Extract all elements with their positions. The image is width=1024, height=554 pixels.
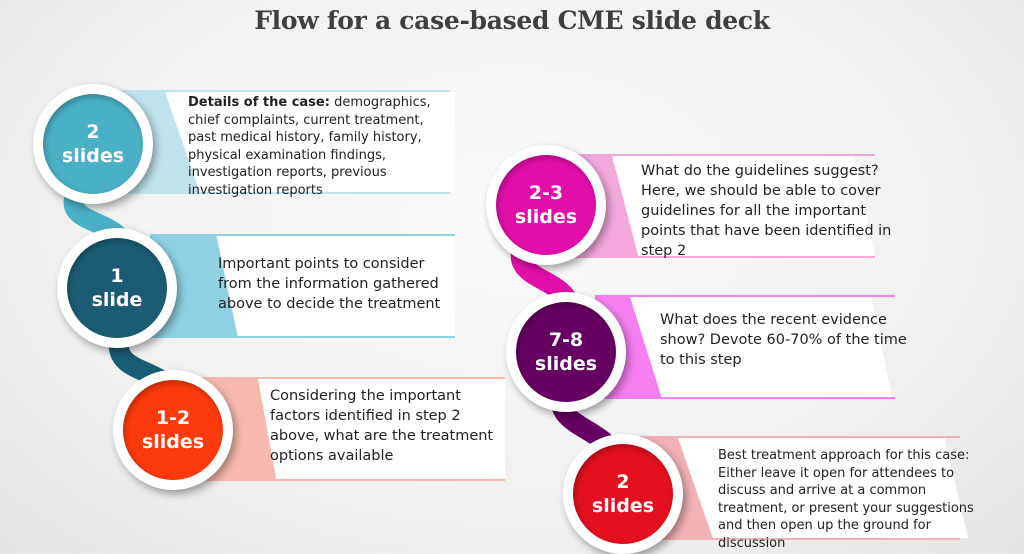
step-3-text-panel <box>258 379 505 479</box>
step-5-text-panel <box>630 297 892 397</box>
step-2-description: Important points to consider from the in… <box>218 254 458 314</box>
step-1-lead: Details of the case: <box>188 95 330 110</box>
step-2-text: Important points to consider from the in… <box>218 256 441 312</box>
step-1-description: Details of the case: demographics, chief… <box>188 94 453 199</box>
step-4-text-panel <box>612 156 875 256</box>
step-3-count: 1-2 <box>155 407 191 429</box>
step-2-count: 1 <box>110 265 124 287</box>
step-4-unit: slides <box>514 206 578 228</box>
step-5-band <box>595 295 895 399</box>
step-6-description: Best treatment approach for this case: E… <box>718 447 993 552</box>
step-1-text-panel <box>165 92 455 192</box>
step-3-text: Considering the important factors identi… <box>270 388 494 464</box>
step-5-description: What does the recent evidence show? Devo… <box>660 310 920 370</box>
step-5-text: What does the recent evidence show? Devo… <box>660 312 907 368</box>
step-4-text: What do the guidelines suggest? Here, we… <box>641 163 892 259</box>
step-1-text: demographics, chief complaints, current … <box>188 95 431 198</box>
step-6-unit: slides <box>591 495 655 517</box>
step-5-unit: slides <box>534 353 598 375</box>
step-5-count: 7-8 <box>548 329 584 351</box>
step-3-unit: slides <box>141 431 205 453</box>
step-6-circle: 2 slides <box>563 434 683 554</box>
diagram-title: Flow for a case-based CME slide deck <box>254 6 770 35</box>
step-6-count: 2 <box>616 471 630 493</box>
step-1-band <box>110 90 455 194</box>
step-4-count: 2-3 <box>528 182 564 204</box>
step-6-text-panel <box>678 438 968 538</box>
step-5-circle: 7-8 slides <box>506 292 626 412</box>
step-3-description: Considering the important factors identi… <box>270 386 510 466</box>
step-4-circle: 2-3 slides <box>486 145 606 265</box>
step-1-circle: 2 slides <box>33 84 153 204</box>
step-3-circle: 1-2 slides <box>113 370 233 490</box>
step-1-unit: slides <box>61 145 125 167</box>
step-4-description: What do the guidelines suggest? Here, we… <box>641 161 901 261</box>
step-1-count: 2 <box>86 121 100 143</box>
step-2-unit: slide <box>91 289 143 311</box>
step-6-text: Best treatment approach for this case: E… <box>718 448 974 551</box>
step-4-band <box>570 154 875 258</box>
step-2-circle: 1 slide <box>57 228 177 348</box>
step-2-text-panel <box>216 236 455 336</box>
